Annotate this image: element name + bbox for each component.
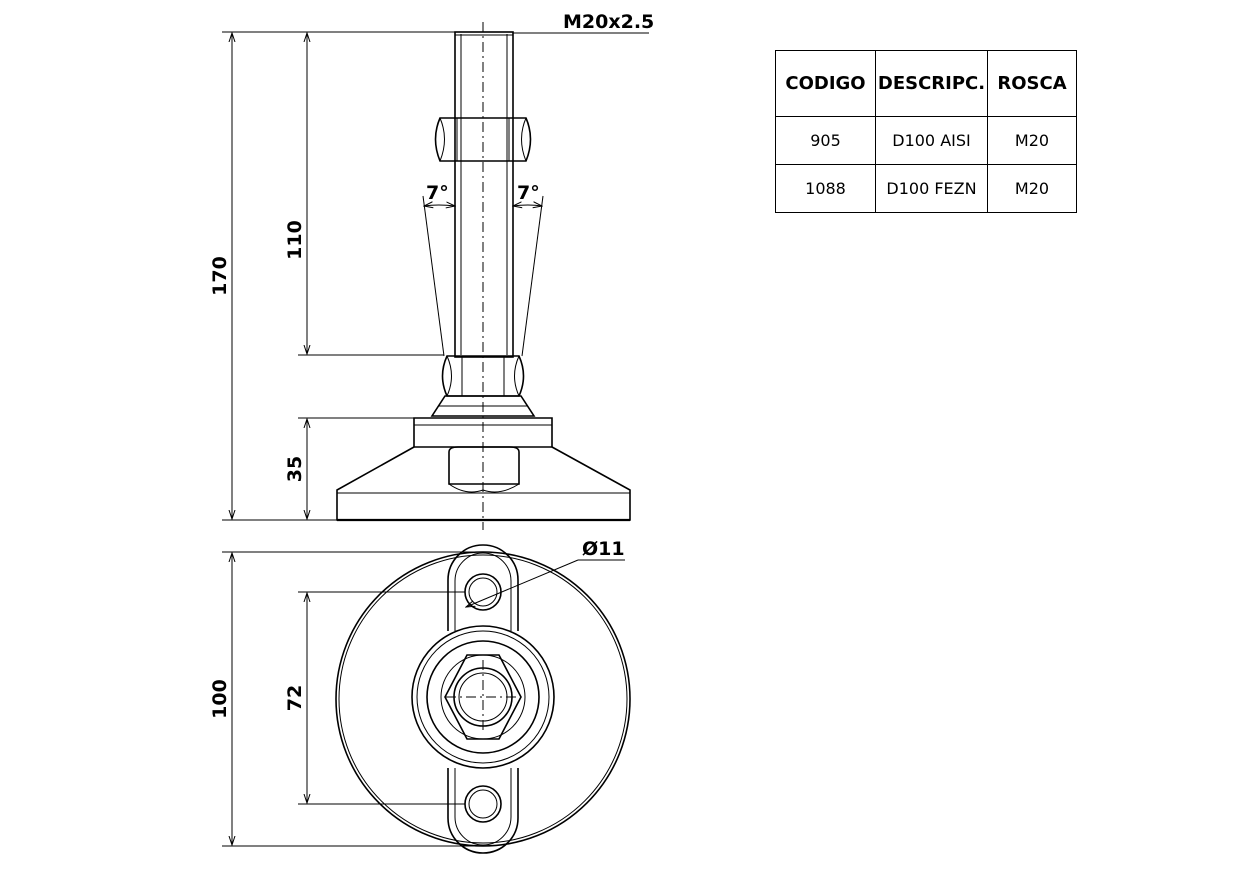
mounting-hole-bottom (464, 785, 502, 823)
dim-100-label: 100 (209, 679, 231, 719)
table-row: 905 D100 AISI M20 (775, 116, 1077, 165)
base-outline (335, 551, 631, 847)
threaded-stud (454, 31, 514, 358)
header-rosca: ROSCA (987, 50, 1077, 117)
angle-right-label: 7° (517, 182, 540, 204)
cell-rosca: M20 (987, 116, 1077, 165)
side-view: 7° 7° M20x2.5 170 110 35 (209, 11, 654, 530)
center-hub (411, 625, 555, 769)
tilt-angle-lines: 7° 7° (423, 182, 543, 357)
cell-rosca: M20 (987, 164, 1077, 213)
dim-35-label: 35 (284, 456, 306, 482)
header-descripc: DESCRIPC. (875, 50, 988, 117)
thread-callout: M20x2.5 (513, 11, 654, 34)
dim-stud-height: 110 (284, 33, 444, 356)
dim-110-label: 110 (284, 220, 306, 260)
dim-hole-diameter: Ø11 (466, 538, 625, 607)
angle-left-label: 7° (426, 182, 449, 204)
lock-nut (434, 117, 532, 162)
specification-table: CODIGO DESCRIPC. ROSCA 905 D100 AISI M20… (775, 50, 1077, 213)
mounting-hole-top (464, 573, 502, 611)
cell-descripc: D100 AISI (875, 116, 988, 165)
lower-mounting-lug (447, 768, 519, 854)
dim-hole-spacing: 72 (284, 591, 465, 805)
dim-72-label: 72 (284, 685, 306, 711)
dim-hole-diameter-label: Ø11 (582, 538, 625, 560)
header-codigo: CODIGO (775, 50, 876, 117)
base (336, 417, 631, 522)
table-header-row: CODIGO DESCRIPC. ROSCA (775, 50, 1077, 117)
thread-label: M20x2.5 (563, 11, 654, 33)
cell-codigo: 905 (775, 116, 876, 165)
dim-total-height: 170 (209, 31, 455, 521)
cell-codigo: 1088 (775, 164, 876, 213)
top-view: Ø11 100 72 (209, 538, 631, 854)
swivel-hex (430, 355, 536, 417)
table-row: 1088 D100 FEZN M20 (775, 164, 1077, 213)
dim-base-height: 35 (284, 417, 414, 519)
dim-170-label: 170 (209, 256, 231, 296)
cell-descripc: D100 FEZN (875, 164, 988, 213)
upper-mounting-lug (447, 544, 519, 631)
dim-base-diameter: 100 (209, 551, 483, 847)
